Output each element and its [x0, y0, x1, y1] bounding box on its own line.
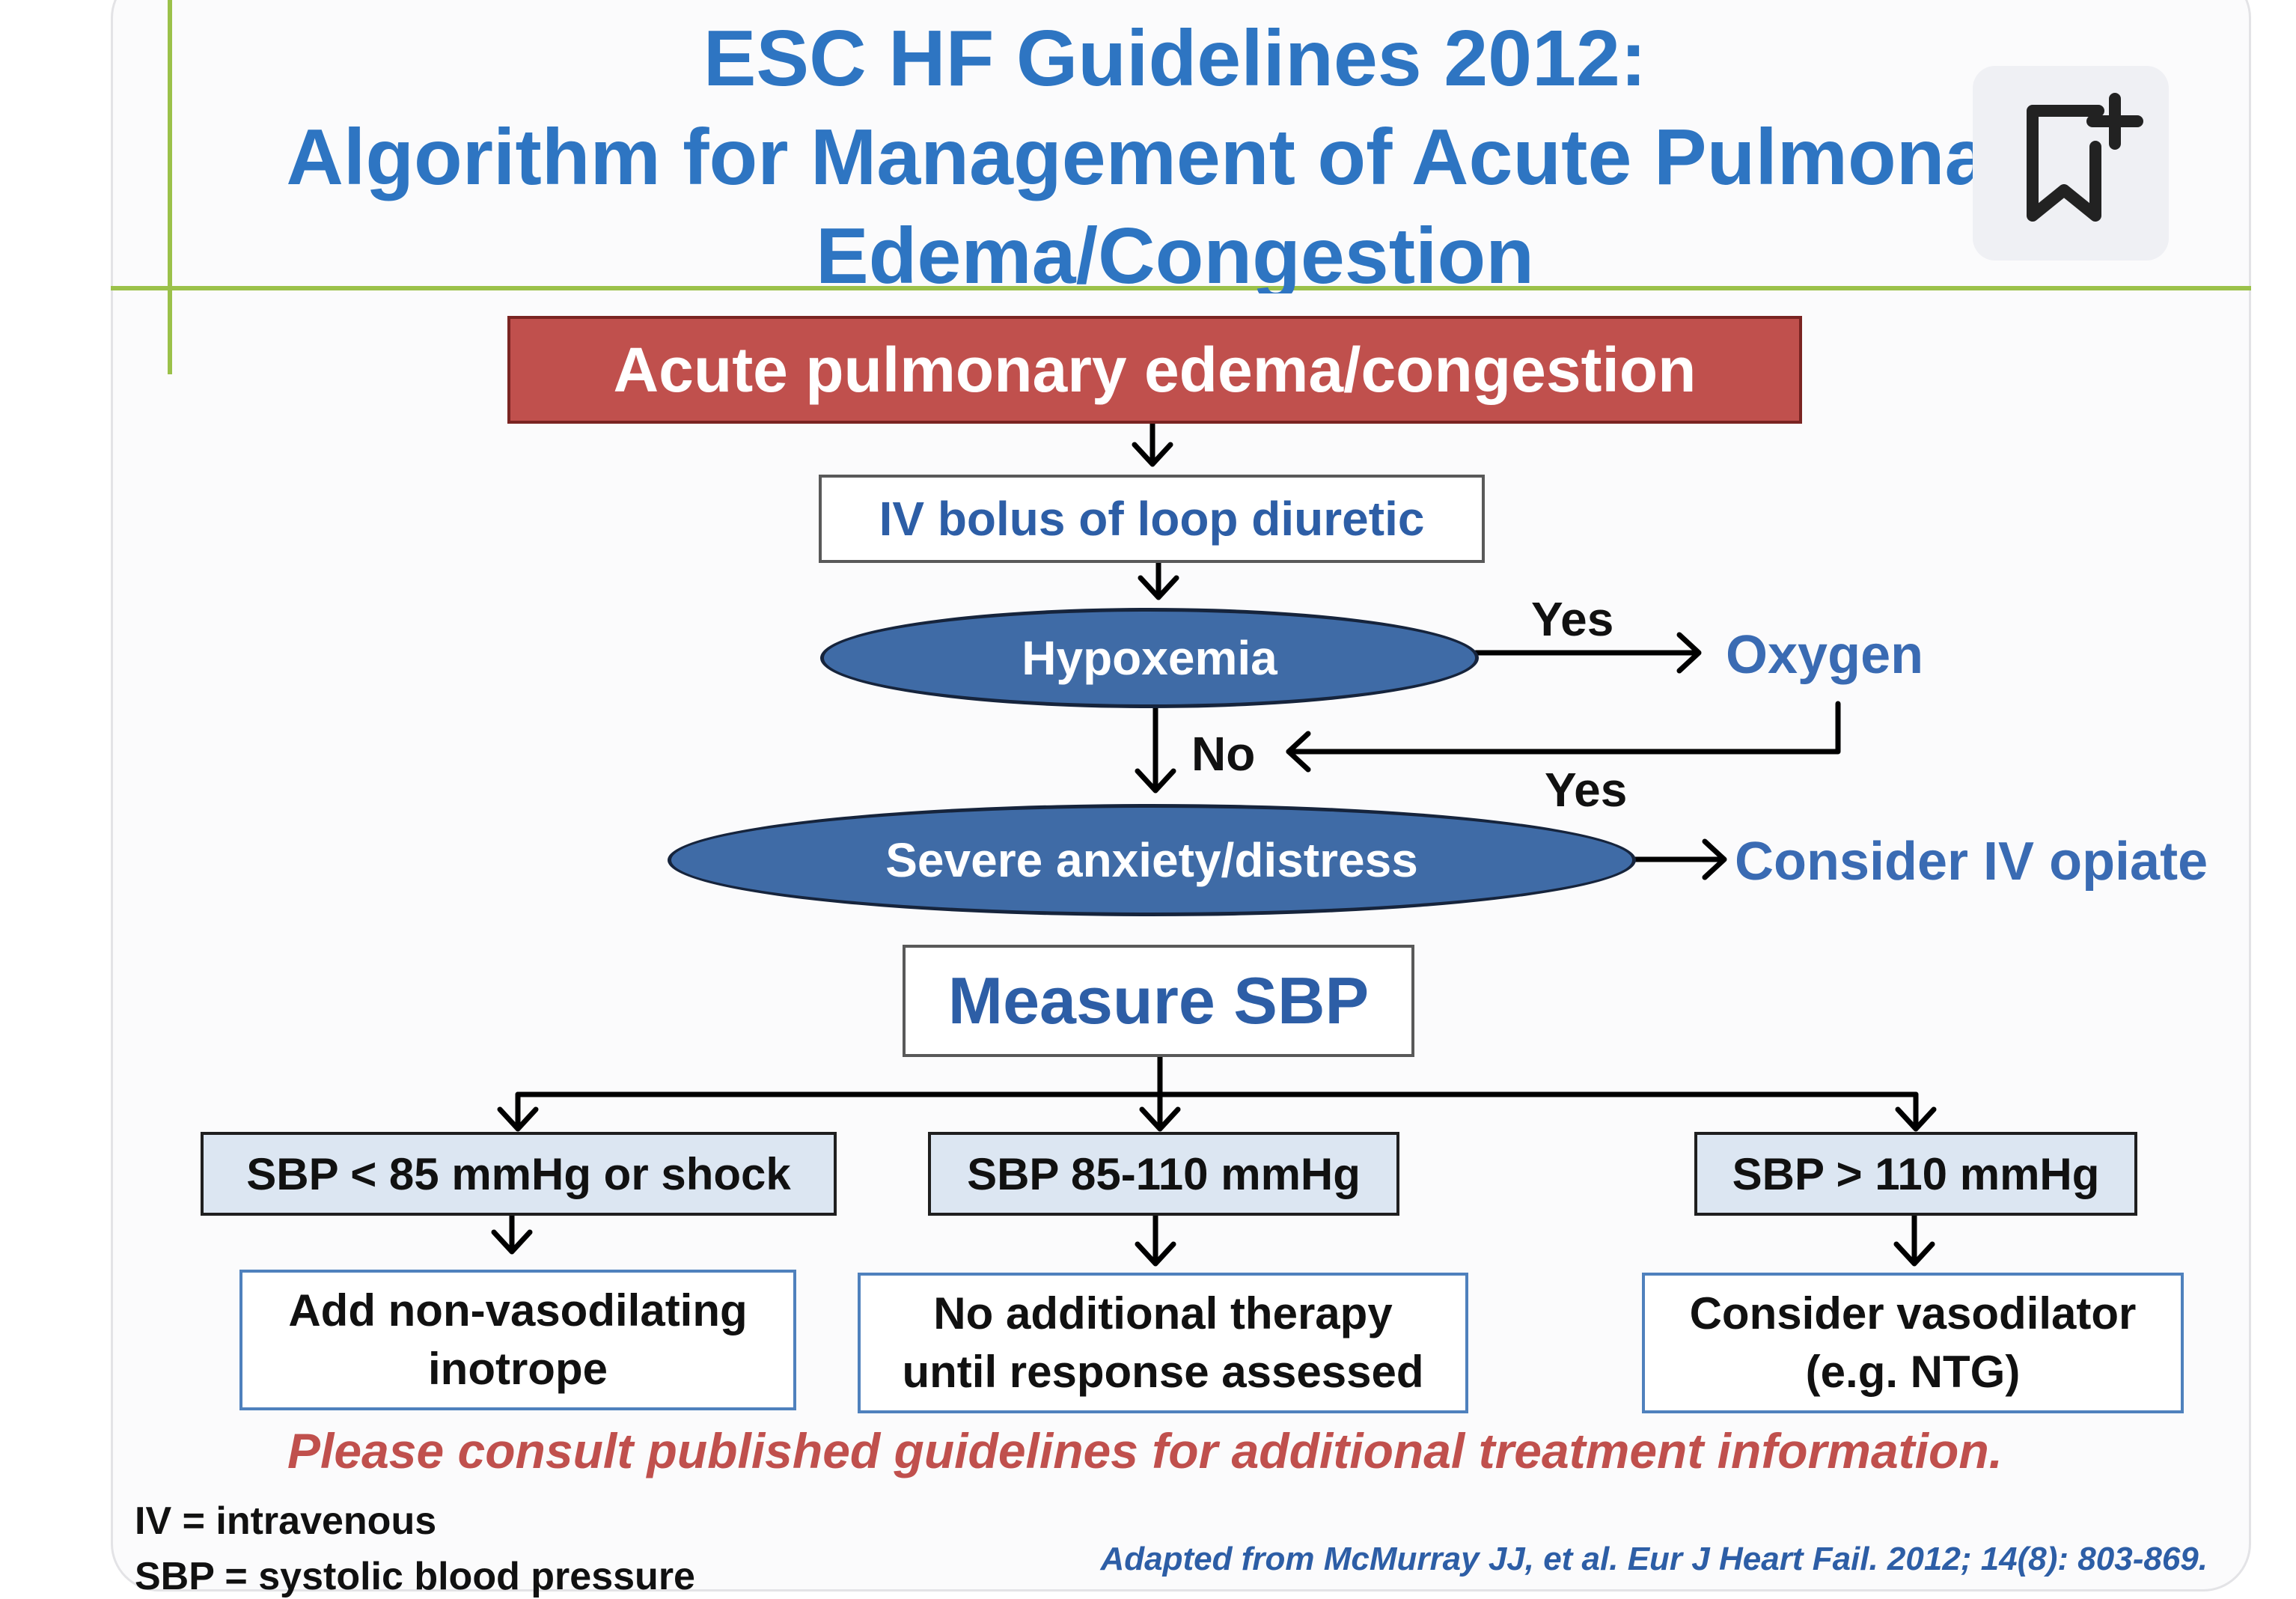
diuretic-node: IV bolus of loop diuretic [819, 475, 1485, 563]
citation: Adapted from McMurray JJ, et al. Eur J H… [1100, 1541, 2208, 1577]
no-label: No [1191, 727, 1256, 781]
title-line-3: Edema/Congestion [815, 212, 1534, 293]
condition-high-sbp: SBP > 110 mmHg [1694, 1132, 2137, 1216]
title-line-2: Algorithm for Management of Acute Pulmon… [286, 113, 2064, 201]
oxygen-label: Oxygen [1726, 625, 1924, 685]
start-node: Acute pulmonary edema/congestion [507, 316, 1802, 424]
guidelines-note: Please consult published guidelines for … [287, 1423, 2003, 1478]
action-inotrope-line-1: Add non-vasodilating [288, 1285, 748, 1335]
abbreviation-iv: IV = intravenous [135, 1499, 437, 1543]
condition-low-sbp: SBP < 85 mmHg or shock [201, 1132, 837, 1216]
slide-title: ESC HF Guidelines 2012: Algorithm for Ma… [172, 9, 2178, 293]
hypoxemia-decision: Hypoxemia [820, 608, 1479, 708]
bookmark-add-icon [2027, 93, 2143, 222]
hypoxemia-yes-label: Yes [1531, 592, 1614, 646]
abbreviation-sbp: SBP = systolic blood pressure [135, 1555, 695, 1598]
action-no-additional: No additional therapy until response ass… [858, 1273, 1468, 1413]
anxiety-yes-label: Yes [1545, 763, 1628, 817]
action-no-additional-line-2: until response assessed [902, 1347, 1424, 1397]
action-inotrope-line-2: inotrope [428, 1344, 608, 1394]
action-vasodilator-line-2: (e.g. NTG) [1805, 1347, 2021, 1397]
measure-sbp-node: Measure SBP [903, 945, 1414, 1057]
action-vasodilator-line-1: Consider vasodilator [1689, 1288, 2137, 1338]
anxiety-decision: Severe anxiety/distress [668, 804, 1636, 916]
action-vasodilator: Consider vasodilator (e.g. NTG) [1642, 1273, 2184, 1413]
condition-mid-sbp: SBP 85-110 mmHg [928, 1132, 1399, 1216]
accent-divider [168, 0, 172, 374]
opiate-label: Consider IV opiate [1735, 832, 2208, 892]
action-no-additional-line-1: No additional therapy [933, 1288, 1393, 1338]
title-divider [111, 286, 2251, 290]
action-inotrope: Add non-vasodilating inotrope [239, 1270, 796, 1410]
title-line-1: ESC HF Guidelines 2012: [703, 14, 1647, 103]
bookmark-add-button[interactable] [1973, 66, 2169, 261]
